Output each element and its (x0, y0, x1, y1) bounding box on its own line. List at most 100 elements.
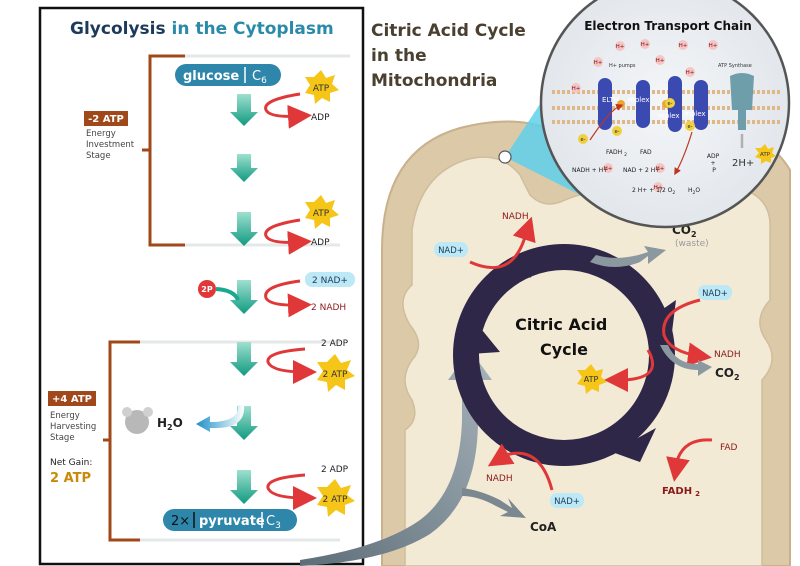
proton-icon: H+ (685, 67, 695, 77)
proton-icon: H+ (655, 163, 665, 173)
glycolysis-panel: Glycolysis in the Cytoplasm glucose C6 (38, 6, 365, 566)
atp-star-icon: ATP (305, 195, 339, 229)
proton-icon: H+ (640, 39, 650, 49)
curved-arrow-icon (662, 298, 712, 367)
nad-bubble (305, 272, 355, 287)
etc-inset: Electron Transport Chain H+ H+ H+ H+ H+ … (498, 0, 791, 229)
coa-label: CoA (530, 520, 557, 534)
etc-water-label: H2O (688, 187, 700, 196)
etc-oxygen-label: 2 H+ + 1/2 O2 (632, 187, 675, 196)
nad-bubble (698, 285, 732, 300)
atp-label: 2 ATP (323, 370, 349, 380)
nadh-label: NADH (714, 350, 741, 360)
fad-label: FAD (720, 443, 738, 453)
svg-text:e-: e- (581, 137, 586, 143)
nad-label: NAD+ (554, 497, 580, 507)
adp-label: ADP (311, 113, 330, 123)
atp-star-icon: 2 ATP (317, 354, 355, 392)
nad-bubble (434, 242, 468, 257)
harvest-bracket (103, 340, 140, 542)
harvest-stage-label: Energy Harvesting Stage (50, 411, 99, 443)
pyruvate-label: pyruvate (199, 514, 265, 529)
water-molecule-icon (122, 407, 153, 434)
atp-star-icon: 2 ATP (317, 479, 355, 517)
proton-icon: H+ (593, 57, 603, 67)
atp-star-icon: ATP (305, 70, 339, 104)
cycle-arrowhead-icon (612, 428, 656, 462)
nad-bubble (550, 493, 584, 508)
svg-text:H+: H+ (654, 185, 663, 191)
nad-label: NAD+ (438, 246, 464, 256)
etc-fad-label: FAD (640, 149, 652, 156)
svg-text:H+: H+ (604, 166, 613, 172)
down-arrow-icon (230, 154, 258, 182)
nadh-label: NADH (486, 474, 513, 484)
nad-label: 2 NAD+ (312, 276, 348, 286)
etc-circle (539, 0, 791, 229)
investment-badge-text: -2 ATP (88, 114, 124, 125)
svg-text:H+: H+ (616, 44, 625, 50)
etc-adp-label: ADP + P (707, 153, 721, 174)
pumps-label: H+ pumps (609, 63, 636, 69)
glycolysis-step-arrows (230, 94, 258, 504)
electron-icon: e- (665, 98, 675, 108)
proton-icon: H+ (678, 40, 688, 50)
glucose-label: glucose (183, 69, 239, 84)
investment-stage-label: Energy Investment Stage (86, 129, 137, 161)
complex-label: ELTH (602, 96, 619, 104)
down-arrow-icon (230, 470, 258, 504)
pyruvate-count: 2× (171, 514, 190, 529)
proton-ions: H+ H+ H+ H+ H+ H+ H+ H+ H+ H+ H+ (571, 39, 718, 192)
citric-acid-cycle: Citric Acid Cycle (453, 244, 676, 466)
phosphate-arrow (215, 287, 240, 301)
svg-text:e-: e- (615, 129, 620, 135)
complex-3 (668, 76, 682, 132)
adp-label: 2 ADP (321, 465, 349, 475)
atp-label: ATP (760, 152, 771, 158)
harvest-badge (48, 391, 96, 406)
atp-star-icon: ATP (577, 364, 607, 394)
etc-2h-label: 2H+ (732, 158, 754, 169)
atp-label: ATP (584, 375, 599, 384)
curved-arrow-icon (666, 438, 713, 482)
curved-arrow-icon (604, 349, 654, 392)
proton-icon: H+ (655, 55, 665, 65)
svg-text:H+: H+ (641, 42, 650, 48)
svg-text:H+: H+ (709, 43, 718, 49)
atp-label: ATP (313, 209, 330, 219)
proton-icon: H+ (708, 40, 718, 50)
co2-release-arrow-icon (660, 345, 712, 376)
proton-icon: H+ (653, 182, 663, 192)
atp-label: ATP (313, 84, 330, 94)
atp-label: 2 ATP (323, 495, 349, 505)
electron-icon: e- (578, 134, 588, 144)
svg-text:H+: H+ (656, 166, 665, 172)
atp-star-icon: ATP (755, 144, 776, 164)
curved-arrow-icon (266, 473, 317, 510)
waste-label: (waste) (675, 239, 709, 249)
svg-text:e-: e- (688, 124, 693, 130)
co2-release-arrow-icon (590, 246, 666, 267)
atp-synthase (730, 73, 754, 148)
cycle-arrowhead-icon (520, 246, 560, 278)
svg-text:e-: e- (668, 101, 673, 107)
svg-text:H+: H+ (594, 60, 603, 66)
pyruvate-molecule: 2× pyruvate C3 (163, 509, 297, 531)
svg-text:H+: H+ (679, 43, 688, 49)
complex-1 (598, 78, 612, 130)
down-arrow-icon (230, 94, 258, 126)
adp-label: 2 ADP (321, 339, 349, 349)
proton-icon: H+ (603, 163, 613, 173)
electron-icon: e- (685, 121, 695, 131)
cycle-arrowhead-icon (455, 325, 500, 355)
electron-icon: e- (612, 126, 622, 136)
complex-4 (694, 80, 708, 130)
phosphate-label: 2P (201, 285, 213, 294)
adp-label: ADP (311, 238, 330, 248)
complex-label: mplex (628, 96, 650, 104)
svg-text:H+: H+ (572, 86, 581, 92)
proton-icon: H+ (615, 41, 625, 51)
